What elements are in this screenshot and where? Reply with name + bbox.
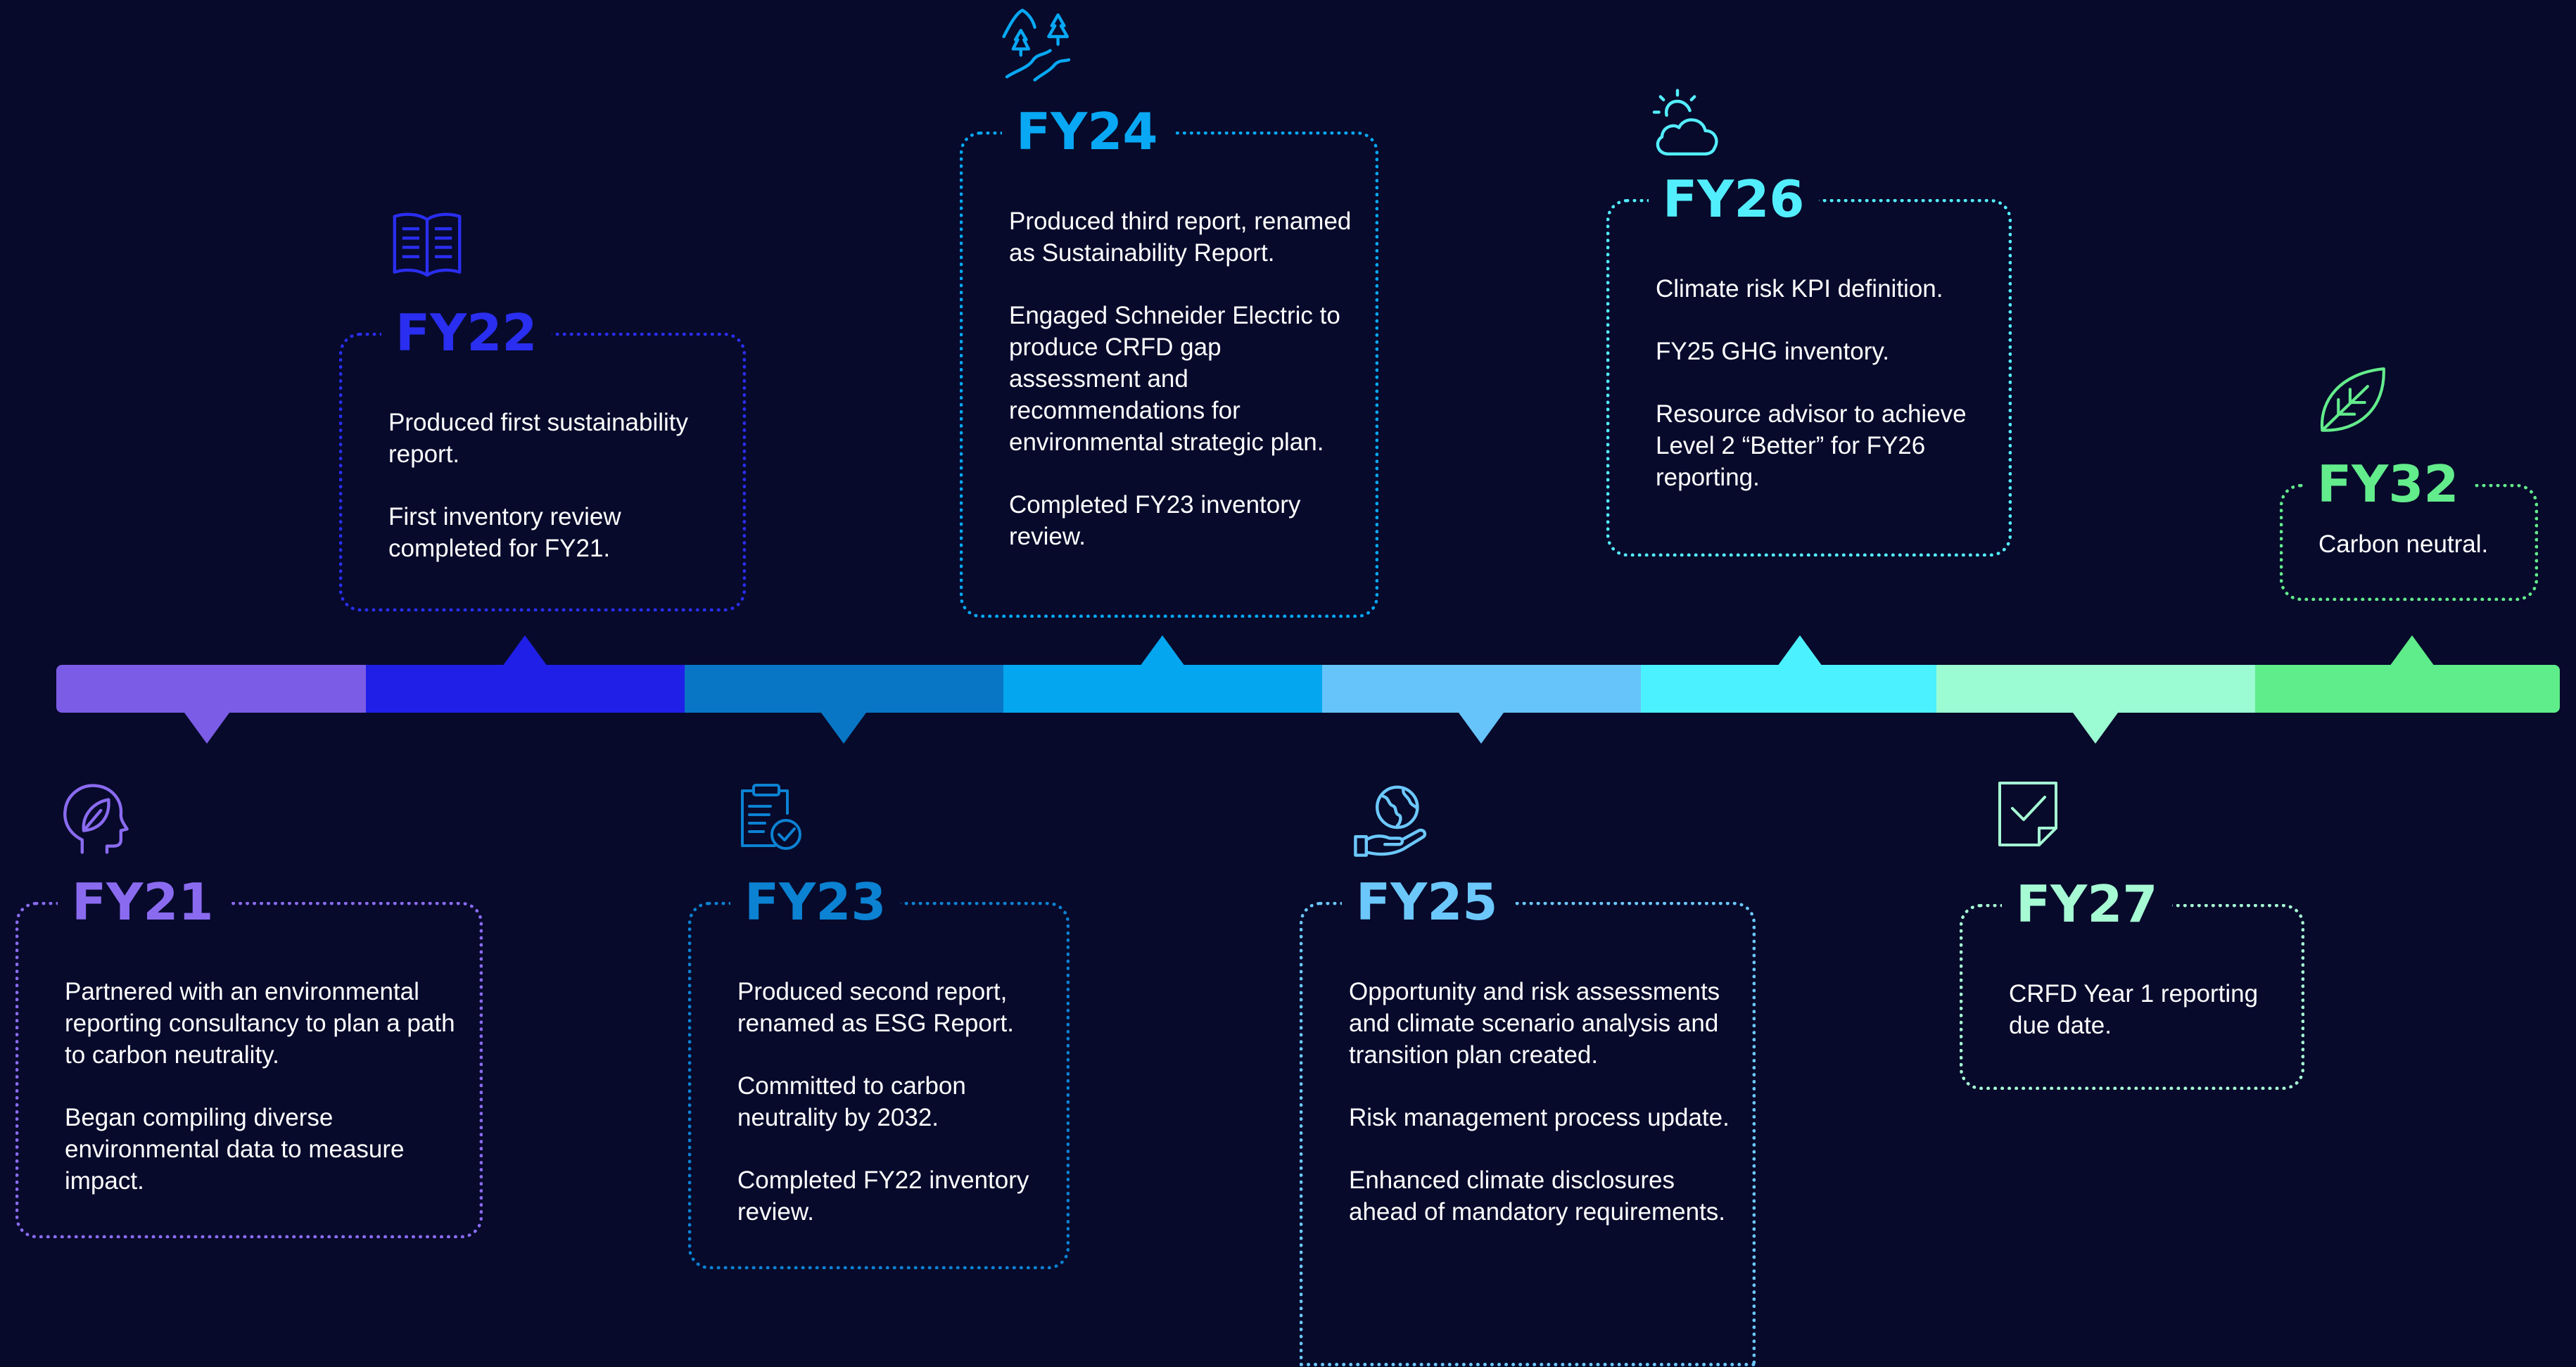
milestone-card-fy22: FY22 Produced first sustainability repor… xyxy=(339,301,746,611)
bar-segment-fy23 xyxy=(685,665,1003,713)
milestone-text: Partnered with an environmental reportin… xyxy=(65,978,455,1069)
milestone-title: FY21 xyxy=(58,870,228,934)
sun-cloud-icon xyxy=(1652,89,1718,155)
bar-segment-fy26 xyxy=(1641,665,1936,713)
milestone-card-fy23: FY23 Produced second report, renamed as … xyxy=(688,870,1070,1269)
milestone-text: Committed to carbon neutrality by 2032. xyxy=(737,1072,966,1131)
bar-segment-fy27 xyxy=(1936,665,2255,713)
milestone-title: FY24 xyxy=(1002,100,1172,163)
milestone-text: Enhanced climate disclosures ahead of ma… xyxy=(1349,1166,1726,1226)
milestone-body: CRFD Year 1 reporting due date. xyxy=(2009,978,2280,1072)
leaf-icon xyxy=(2320,367,2385,432)
milestone-body: Produced second report, renamed as ESG R… xyxy=(737,976,1045,1259)
milestone-text: Climate risk KPI definition. xyxy=(1656,275,1943,303)
milestone-body: Opportunity and risk assessments and cli… xyxy=(1349,976,1731,1259)
milestone-card-fy25: FY25 Opportunity and risk assessments an… xyxy=(1300,870,1756,1366)
milestone-text: Risk management process update. xyxy=(1349,1104,1730,1131)
bar-segment-fy32 xyxy=(2255,665,2560,713)
milestone-card-fy21: FY21 Partnered with an environmental rep… xyxy=(15,870,483,1238)
pointer-fy27 xyxy=(2073,713,2118,744)
milestone-title: FY25 xyxy=(1342,870,1512,934)
milestone-text: Completed FY23 inventory review. xyxy=(1009,491,1301,550)
milestone-title: FY23 xyxy=(730,870,901,934)
milestone-body: Climate risk KPI definition. FY25 GHG in… xyxy=(1656,273,1987,524)
milestone-text: Produced third report, renamed as Sustai… xyxy=(1009,208,1352,267)
pointer-fy22 xyxy=(502,635,547,666)
milestone-card-fy24: FY24 Produced third report, renamed as S… xyxy=(960,100,1378,618)
globe-hand-icon xyxy=(1354,785,1427,857)
milestone-body: Partnered with an environmental reportin… xyxy=(65,976,458,1228)
milestone-body: Carbon neutral. xyxy=(2318,528,2513,591)
book-icon xyxy=(393,212,462,277)
bar-segment-fy24 xyxy=(1003,665,1322,713)
milestone-title: FY32 xyxy=(2303,452,2473,516)
head-leaf-icon xyxy=(63,784,129,854)
milestone-body: Produced third report, renamed as Sustai… xyxy=(1009,205,1354,583)
milestone-card-fy27: FY27 CRFD Year 1 reporting due date. xyxy=(1960,872,2304,1090)
milestone-text: Produced first sustainability report. xyxy=(388,409,689,468)
milestone-title: FY22 xyxy=(381,301,552,364)
milestone-text: Produced second report, renamed as ESG R… xyxy=(737,978,1014,1037)
milestone-text: Engaged Schneider Electric to produce CR… xyxy=(1009,302,1340,456)
milestone-text: Began compiling diverse environmental da… xyxy=(65,1104,405,1195)
milestone-text: CRFD Year 1 reporting due date. xyxy=(2009,980,2259,1039)
milestone-text: First inventory review completed for FY2… xyxy=(388,503,621,562)
milestone-body: Produced first sustainability report. Fi… xyxy=(388,407,721,595)
clipboard-check-icon xyxy=(741,784,801,850)
milestone-text: FY25 GHG inventory. xyxy=(1656,338,1889,365)
milestone-title: FY27 xyxy=(2002,872,2172,936)
milestone-text: Opportunity and risk assessments and cli… xyxy=(1349,978,1720,1069)
pointer-fy21 xyxy=(184,713,229,744)
milestone-card-fy32: FY32 Carbon neutral. xyxy=(2280,452,2538,601)
trees-path-icon xyxy=(1002,8,1071,82)
document-check-icon xyxy=(1998,782,2057,846)
milestone-text: Resource advisor to achieve Level 2 “Bet… xyxy=(1656,400,1967,491)
bar-segment-fy22 xyxy=(366,665,685,713)
pointer-fy26 xyxy=(1777,635,1822,666)
milestone-text: Carbon neutral. xyxy=(2318,530,2489,558)
milestone-title: FY26 xyxy=(1649,167,1819,231)
milestone-card-fy26: FY26 Climate risk KPI definition. FY25 G… xyxy=(1606,167,2012,557)
bar-segment-fy21 xyxy=(56,665,366,713)
bar-segment-fy25 xyxy=(1322,665,1641,713)
pointer-fy24 xyxy=(1140,635,1185,666)
pointer-fy23 xyxy=(821,713,866,744)
pointer-fy32 xyxy=(2390,635,2435,666)
pointer-fy25 xyxy=(1459,713,1504,744)
milestone-text: Completed FY22 inventory review. xyxy=(737,1166,1029,1226)
